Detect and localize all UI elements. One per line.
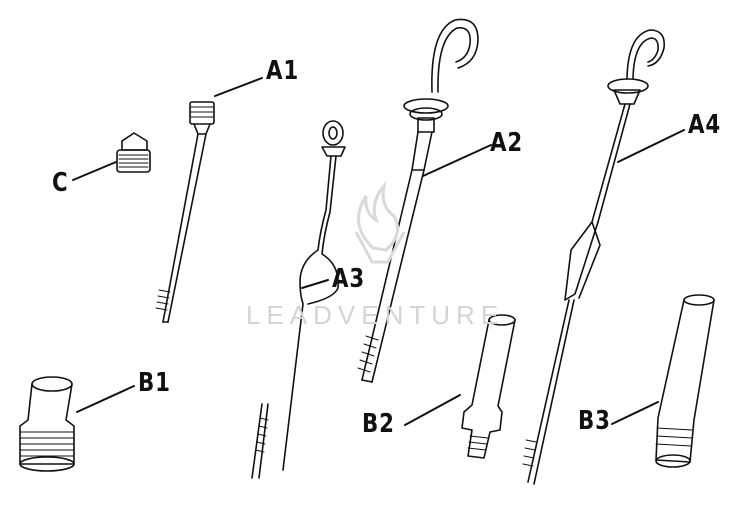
part-c-plug [116,132,151,173]
callout-a3: A3 [332,264,365,294]
callout-a4: A4 [688,110,721,140]
flame-logo-icon [354,180,406,264]
part-b2-tube [461,314,516,459]
callout-a2: A2 [490,128,523,158]
part-a2-dipstick [357,18,479,383]
callout-b2: B2 [362,409,395,439]
watermark-text: LEADVENTURE [246,300,505,330]
leader-lines [72,77,685,426]
part-a1-dipstick [155,101,215,323]
part-a3-dipstick [251,120,346,479]
callout-b1: B1 [138,368,171,398]
callout-a1: A1 [266,56,299,86]
callout-b3: B3 [578,406,611,436]
part-b3-tube [655,294,715,468]
part-b1-sleeve [19,376,75,472]
callout-c: C [52,168,69,198]
part-a4-dipstick [522,29,666,485]
